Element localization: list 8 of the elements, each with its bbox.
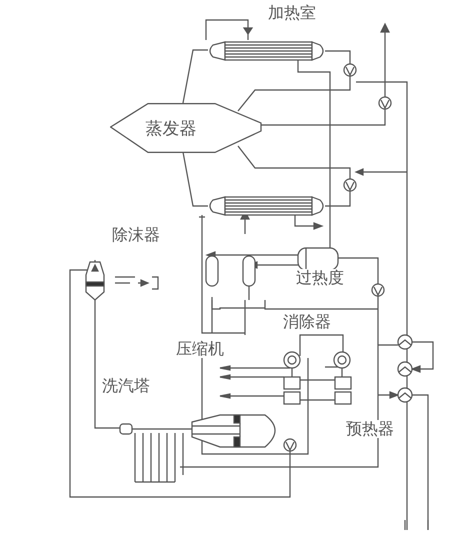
equipment-label: 过热度 [296,269,344,287]
evaporator-vessel: 蒸发器 [110,103,262,153]
equipment-label: 洗汽塔 [102,377,150,395]
equipment-label: 加热室 [268,4,316,22]
equipment-label: 预热器 [346,420,394,438]
equipment-label: 除沫器 [112,226,160,244]
equipment-label: 消除器 [283,313,331,331]
equipment-label: 压缩机 [176,340,224,358]
